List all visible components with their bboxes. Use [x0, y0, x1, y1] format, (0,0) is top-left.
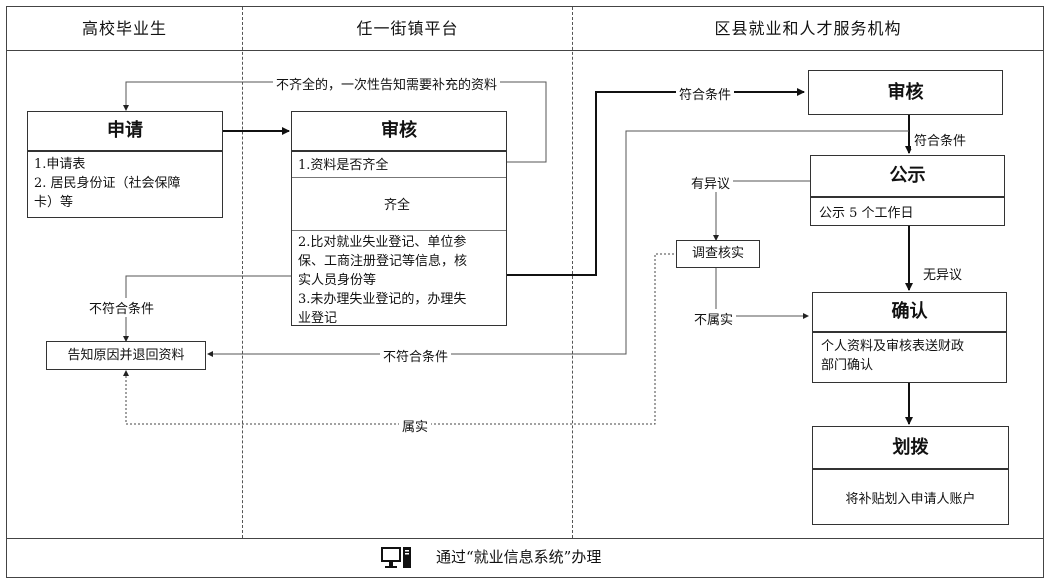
- node-street-review-check: 1.资料是否齐全: [298, 158, 389, 173]
- node-confirm-title: 确认: [813, 293, 1006, 333]
- lane-divider-1: [242, 7, 243, 538]
- node-publicity-title: 公示: [811, 156, 1004, 198]
- lane-title-district: 区县就业和人才服务机构: [714, 19, 902, 38]
- node-street-review-divider-1: [292, 177, 506, 178]
- footer-divider: [6, 538, 1044, 539]
- node-street-review-divider-2: [292, 230, 506, 231]
- node-allocate-body: 将补贴划入申请人账户: [845, 492, 976, 507]
- node-street-review-line: 业登记: [298, 311, 338, 326]
- label-complete: 齐全: [381, 194, 414, 213]
- node-investigate: 调查核实: [676, 240, 760, 268]
- node-district-review-title: 审核: [887, 82, 924, 103]
- computer-icon: [381, 547, 411, 568]
- node-publicity-body: 公示 5 个工作日: [819, 206, 914, 221]
- edge-label-qualified-2: 符合条件: [911, 130, 970, 149]
- node-street-review-body: 2.比对就业失业登记、单位参 保、工商注册登记等信息，核 实人员身份等 3.未办…: [298, 233, 502, 328]
- node-apply-body: 1.申请表 2. 居民身份证（社会保障 卡）等: [34, 155, 218, 212]
- lane-divider-2: [572, 7, 573, 538]
- node-notify-return: 告知原因并退回资料: [46, 341, 206, 370]
- node-street-review-line: 3.未办理失业登记的，办理失: [298, 292, 467, 307]
- edge-is-true: [123, 253, 674, 425]
- edge-label-unqualified-left: 不符合条件: [86, 298, 158, 317]
- node-allocate-title: 划拨: [813, 427, 1008, 470]
- node-apply-line: 卡）等: [34, 195, 74, 210]
- edge-label-is-true: 属实: [399, 416, 432, 435]
- edge-label-qualified-1: 符合条件: [676, 84, 735, 103]
- diagram-frame: [6, 6, 1044, 578]
- node-confirm: 确认 个人资料及审核表送财政 部门确认: [812, 292, 1007, 383]
- node-street-review-line: 2.比对就业失业登记、单位参: [298, 235, 467, 250]
- edge-label-unqualified-mid: 不符合条件: [380, 346, 452, 365]
- edge-label-incomplete: 不齐全的，一次性告知需要补充的资料: [273, 74, 501, 93]
- node-publicity: 公示 公示 5 个工作日: [810, 155, 1005, 226]
- edge-incomplete-loop: [123, 81, 547, 163]
- node-apply-title: 申请: [28, 112, 222, 152]
- header-divider: [6, 50, 1044, 51]
- edge-label-objection: 有异议: [688, 173, 734, 192]
- node-confirm-line: 个人资料及审核表送财政: [821, 339, 965, 354]
- node-apply-line: 1.申请表: [34, 157, 86, 172]
- lane-title-graduate: 高校毕业生: [81, 19, 167, 38]
- footer-text: 通过“就业信息系统”办理: [436, 548, 602, 566]
- edge-unqualified-left: [123, 275, 300, 342]
- edge-label-not-true: 不属实: [691, 309, 737, 328]
- node-street-review-line: 保、工商注册登记等信息，核: [298, 254, 468, 269]
- node-confirm-line: 部门确认: [821, 358, 874, 373]
- node-district-review: 审核: [808, 70, 1003, 115]
- node-street-review-line: 实人员身份等: [298, 273, 377, 288]
- node-apply-line: 2. 居民身份证（社会保障: [34, 176, 181, 191]
- node-street-review-title: 审核: [292, 112, 506, 152]
- node-apply: 申请 1.申请表 2. 居民身份证（社会保障 卡）等: [27, 111, 223, 218]
- edge-label-no-objection: 无异议: [920, 264, 966, 283]
- node-allocate: 划拨 将补贴划入申请人账户: [812, 426, 1009, 525]
- node-confirm-body: 个人资料及审核表送财政 部门确认: [821, 337, 1002, 375]
- node-street-review: 审核 1.资料是否齐全 齐全 2.比对就业失业登记、单位参 保、工商注册登记等信…: [291, 111, 507, 326]
- lane-title-street: 任一街镇平台: [356, 19, 459, 38]
